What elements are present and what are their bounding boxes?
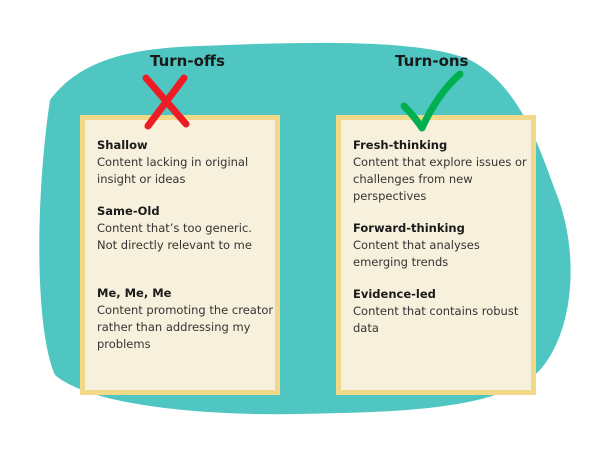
list-item: Me, Me, Me Content promoting the creator … <box>97 286 275 353</box>
item-desc: Content that analyses emerging trends <box>353 238 480 269</box>
item-desc: Content promoting the creator rather tha… <box>97 303 274 351</box>
item-desc: Content that contains robust data <box>353 304 519 335</box>
turn-offs-heading: Turn-offs <box>150 52 225 70</box>
item-title: Same-Old <box>97 204 160 218</box>
item-title: Forward-thinking <box>353 221 465 235</box>
cross-icon <box>142 74 190 130</box>
item-desc: Content that’s too generic. Not directly… <box>97 221 252 252</box>
check-icon <box>400 70 464 132</box>
item-desc: Content that explore issues or challenge… <box>353 155 527 203</box>
item-title: Fresh-thinking <box>353 138 448 152</box>
item-title: Shallow <box>97 138 148 152</box>
item-title: Me, Me, Me <box>97 286 172 300</box>
item-title: Evidence-led <box>353 287 436 301</box>
turn-ons-heading: Turn-ons <box>395 52 469 70</box>
item-desc: Content lacking in original insight or i… <box>97 155 249 186</box>
